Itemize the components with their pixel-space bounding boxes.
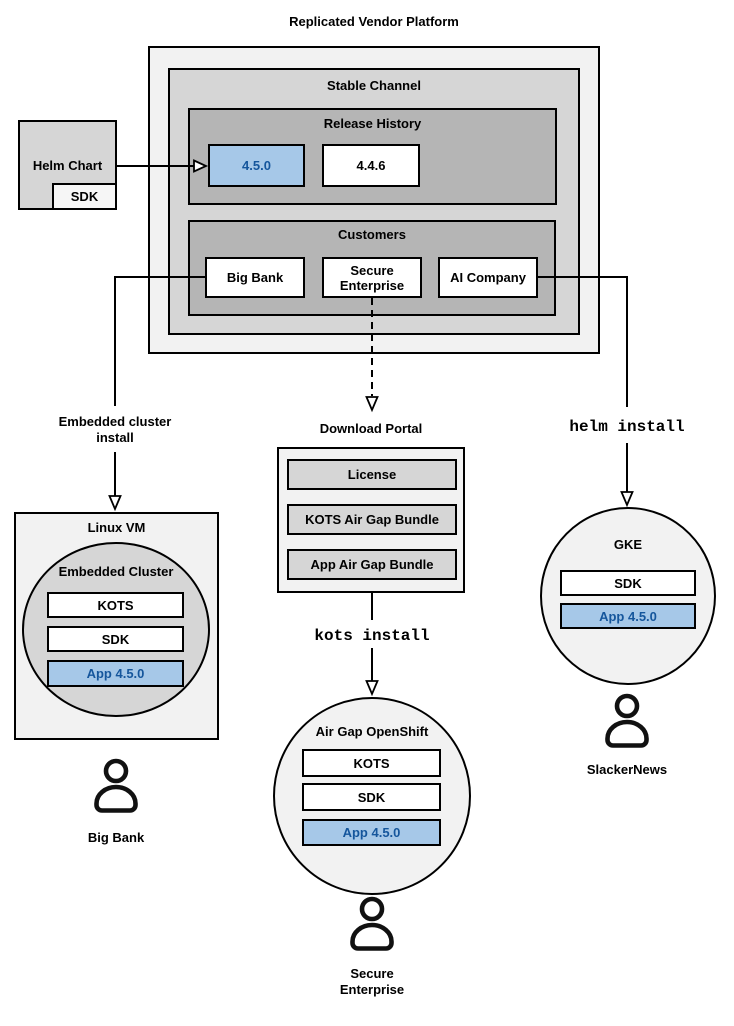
slackernews-person-icon [597, 693, 657, 751]
customer-secure-enterprise: Secure Enterprise [322, 257, 422, 298]
customers-label: Customers [338, 227, 406, 242]
big-bank-person-icon [86, 758, 146, 816]
embedded-install-arrowhead [108, 495, 122, 512]
release-history-label: Release History [323, 116, 422, 131]
left-app-box: App 4.5.0 [47, 660, 184, 687]
gke-label: GKE [613, 537, 643, 552]
license-box: License [287, 459, 457, 490]
mid-app-box: App 4.5.0 [302, 819, 441, 846]
stable-channel-label: Stable Channel [327, 78, 421, 93]
secure-enterprise-person-icon [342, 896, 402, 954]
big-bank-user-label: Big Bank [87, 830, 145, 845]
customer-big-bank: Big Bank [205, 257, 305, 298]
kots-install-command: kots install [314, 627, 430, 645]
helm-install-command: helm install [569, 418, 685, 436]
mid-kots-box: KOTS [302, 749, 441, 777]
linux-vm-label: Linux VM [87, 520, 146, 535]
secure-enterprise-user-label: Secure Enterprise [339, 966, 405, 997]
right-sdk-box: SDK [560, 570, 696, 596]
download-portal-label: Download Portal [319, 421, 423, 436]
diagram-title: Replicated Vendor Platform [289, 14, 459, 29]
helm-install-arrowhead [620, 491, 634, 508]
embedded-cluster-label: Embedded Cluster [58, 564, 174, 579]
release-4-4-6: 4.4.6 [322, 144, 420, 187]
download-portal-arrowhead [365, 396, 379, 413]
helm-sdk-box: SDK [52, 183, 117, 210]
airgap-openshift-label: Air Gap OpenShift [315, 724, 429, 739]
customer-ai-company: AI Company [438, 257, 538, 298]
left-sdk-box: SDK [47, 626, 184, 652]
kots-install-arrowhead [365, 680, 379, 697]
right-app-box: App 4.5.0 [560, 603, 696, 629]
gke-circle [540, 507, 716, 685]
mid-sdk-box: SDK [302, 783, 441, 811]
embedded-cluster-install-label: Embedded cluster install [58, 414, 172, 445]
helm-chart-label: Helm Chart [32, 158, 103, 173]
kots-airgap-bundle-box: KOTS Air Gap Bundle [287, 504, 457, 535]
release-4-5-0: 4.5.0 [208, 144, 305, 187]
slackernews-user-label: SlackerNews [586, 762, 668, 777]
app-airgap-bundle-box: App Air Gap Bundle [287, 549, 457, 580]
left-kots-box: KOTS [47, 592, 184, 618]
